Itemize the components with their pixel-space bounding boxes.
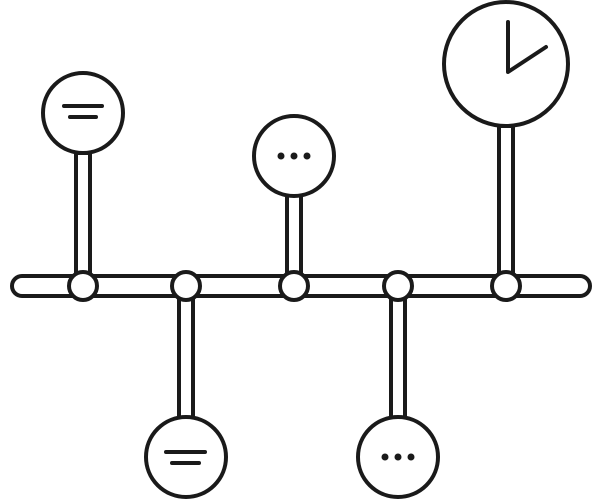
connector-stem (285, 193, 303, 279)
junction-dot (278, 270, 310, 302)
bubble (41, 71, 125, 155)
timeline-node-2 (144, 270, 228, 499)
timeline-node-1 (41, 71, 125, 302)
bubble (144, 415, 228, 499)
connector-stem (177, 294, 195, 422)
ellipsis-icon (277, 152, 311, 160)
connector-stem (389, 294, 407, 422)
timeline-node-4 (356, 270, 440, 499)
junction-dot (382, 270, 414, 302)
junction-dot (490, 270, 522, 302)
connector-stem (74, 151, 92, 278)
junction-dot (170, 270, 202, 302)
ellipsis-icon (381, 453, 415, 461)
timeline-node-3 (252, 114, 336, 302)
text-lines-icon (164, 450, 207, 465)
connector-stem (497, 124, 515, 279)
text-lines-icon (62, 104, 104, 119)
junction-dot (67, 270, 99, 302)
timeline-node-5 (442, 0, 570, 302)
clock-icon (506, 20, 548, 74)
